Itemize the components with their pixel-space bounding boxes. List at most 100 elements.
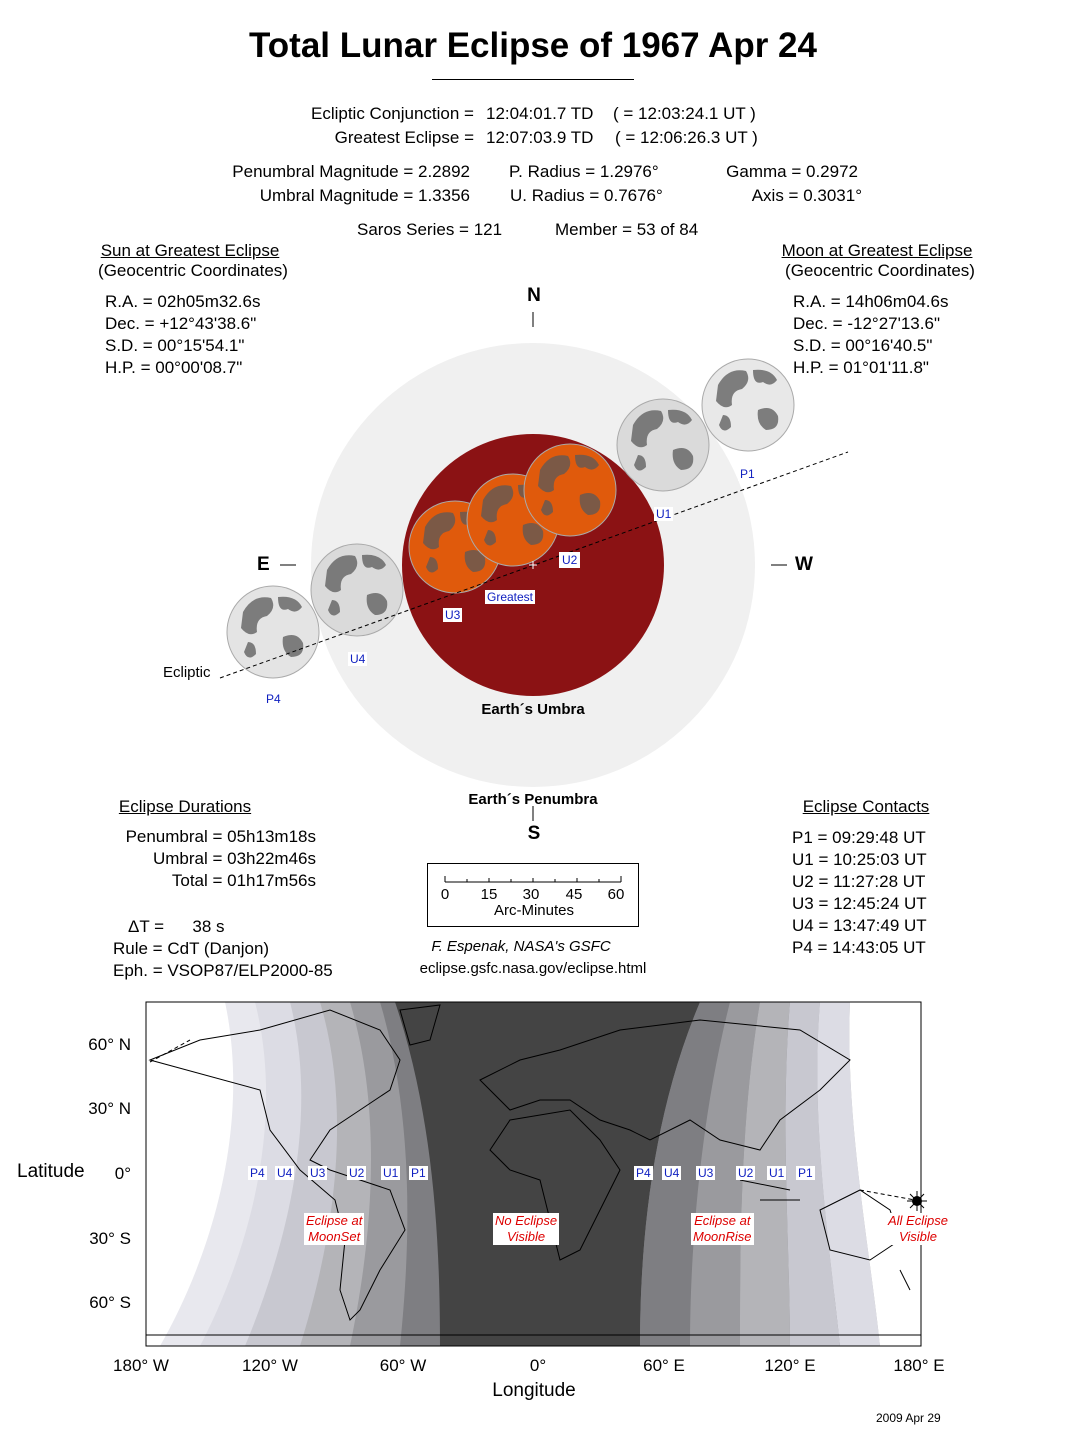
moon-dec: Dec. = -12°27'13.6" <box>793 314 940 333</box>
sun-sd: S.D. = 00°15'54.1" <box>105 336 245 355</box>
map-contact-p4: P4 <box>634 1166 653 1180</box>
contact-u4: U4 <box>348 652 368 666</box>
lat-30s: 30° S <box>89 1229 131 1248</box>
scale-tick: 30 <box>522 886 540 903</box>
sun-sub: (Geocentric Coordinates) <box>98 261 288 280</box>
moon-p1 <box>701 358 795 452</box>
credit-author: F. Espenak, NASA's GSFC <box>431 938 611 955</box>
moon-u4 <box>310 543 404 637</box>
map-contact-p1: P1 <box>796 1166 815 1180</box>
moon-u2 <box>523 443 617 537</box>
moon-u1 <box>616 398 710 492</box>
greatest-ut: ( = 12:06:26.3 UT ) <box>615 128 758 147</box>
conj-td: 12:04:01.7 TD <box>486 104 594 123</box>
gamma: Gamma = 0.2972 <box>726 162 858 181</box>
lon-label: 60° E <box>643 1356 685 1375</box>
longitude-label: Longitude <box>492 1380 576 1401</box>
dur-umbral: Umbral = 03h22m46s <box>152 849 316 868</box>
map-contact-u2: U2 <box>736 1166 756 1180</box>
lat-0: 0° <box>114 1164 131 1183</box>
moon-sub: (Geocentric Coordinates) <box>785 261 975 280</box>
member: Member = 53 of 84 <box>555 220 699 239</box>
title-rule <box>432 79 634 80</box>
date-stamp: 2009 Apr 29 <box>876 1411 941 1425</box>
sunrise-line <box>859 1189 916 1201</box>
page-title: Total Lunar Eclipse of 1967 Apr 24 <box>249 26 817 65</box>
penumbra-label: Earth´s Penumbra <box>468 791 598 808</box>
contact-time: U1 = 10:25:03 UT <box>792 850 927 869</box>
contact-time: P1 = 09:29:48 UT <box>792 828 926 847</box>
lat-60s: 60° S <box>89 1293 131 1312</box>
map-contact-u3: U3 <box>308 1166 328 1180</box>
umb-mag: Umbral Magnitude = 1.3356 <box>259 186 470 205</box>
contact-p4: P4 <box>264 692 283 706</box>
sunset-line <box>149 1039 191 1063</box>
moon-title: Moon at Greatest Eclipse <box>781 241 973 260</box>
dur-penumbral: Penumbral = 05h13m18s <box>125 827 316 846</box>
map-contact-u3: U3 <box>696 1166 716 1180</box>
east-label: E <box>257 554 270 575</box>
contact-u2: U2 <box>559 552 581 568</box>
contacts-title: Eclipse Contacts <box>802 797 930 816</box>
contact-time: U3 = 12:45:24 UT <box>792 894 927 913</box>
map-contact-u4: U4 <box>275 1166 295 1180</box>
moon-p4 <box>226 585 320 679</box>
map-contact-u1: U1 <box>381 1166 401 1180</box>
greatest-td: 12:07:03.9 TD <box>486 128 594 147</box>
ecliptic-line <box>219 451 849 679</box>
contact-u3: U3 <box>443 608 463 622</box>
map-frame <box>145 1001 922 1347</box>
scale-unit: Arc-Minutes <box>493 902 575 919</box>
contact-p1: P1 <box>738 467 757 481</box>
ecliptic-label: Ecliptic <box>163 664 211 681</box>
axis: Axis = 0.3031° <box>751 186 862 205</box>
saros: Saros Series = 121 <box>357 220 503 239</box>
moon-ra: R.A. = 14h06m04.6s <box>793 292 949 311</box>
west-label: W <box>795 554 813 575</box>
sun-symbol-icon <box>907 1191 927 1211</box>
map-contact-p4: P4 <box>248 1166 267 1180</box>
credit-url[interactable]: eclipse.gsfc.nasa.gov/eclipse.html <box>419 960 647 977</box>
delta-t: ΔT = 38 s <box>128 917 225 936</box>
conj-ut: ( = 12:03:24.1 UT ) <box>613 104 756 123</box>
dur-total: Total = 01h17m56s <box>171 871 316 890</box>
lon-label: 120° E <box>764 1356 816 1375</box>
latitude-label: Latitude <box>17 1161 85 1182</box>
moon-hp: H.P. = 01°01'11.8" <box>793 358 929 377</box>
sun-dec: Dec. = +12°43'38.6" <box>105 314 257 333</box>
scale-box: 0 15 30 45 60 Arc-Minutes <box>427 863 639 927</box>
map-contact-p1: P1 <box>409 1166 428 1180</box>
contact-greatest: Greatest <box>485 590 536 604</box>
scale-tick: 60 <box>607 886 625 903</box>
map-contact-u2: U2 <box>347 1166 367 1180</box>
u-radius: U. Radius = 0.7676° <box>510 186 663 205</box>
greatest-label: Greatest Eclipse = <box>334 128 474 147</box>
sun-title: Sun at Greatest Eclipse <box>100 241 280 260</box>
contact-u1: U1 <box>654 507 674 521</box>
lon-label: 180° E <box>893 1356 945 1375</box>
conj-label: Ecliptic Conjunction = <box>310 104 474 123</box>
scale-tick: 0 <box>440 886 450 903</box>
south-label: S <box>527 823 541 844</box>
sun-hp: H.P. = 00°00'08.7" <box>105 358 243 377</box>
lon-label: 180° W <box>113 1356 169 1375</box>
eclipse-diagram <box>219 312 849 821</box>
p-radius: P. Radius = 1.2976° <box>509 162 659 181</box>
contact-time: U4 = 13:47:49 UT <box>792 916 927 935</box>
north-label: N <box>527 285 541 306</box>
sun-ra: R.A. = 02h05m32.6s <box>105 292 261 311</box>
ephemeris: Eph. = VSOP87/ELP2000-85 <box>113 961 333 980</box>
lon-label: 60° W <box>379 1356 427 1375</box>
rule: Rule = CdT (Danjon) <box>113 939 270 958</box>
visibility-bands <box>160 1002 921 1346</box>
map-contact-u1: U1 <box>767 1166 787 1180</box>
durations-title: Eclipse Durations <box>118 797 252 816</box>
scale-tick: 45 <box>565 886 583 903</box>
continents <box>146 1004 921 1336</box>
